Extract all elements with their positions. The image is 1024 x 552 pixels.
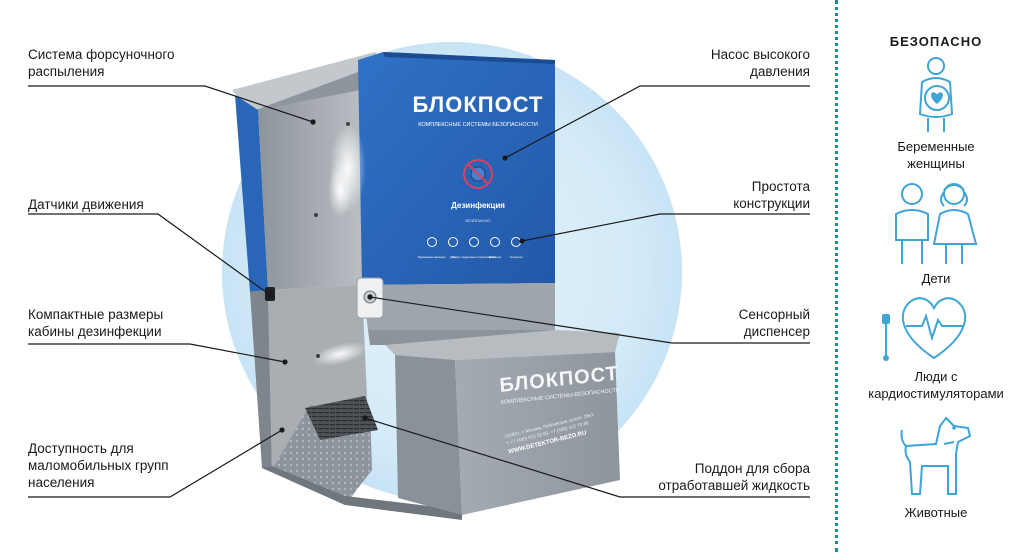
panel-icon-caption-3: Животные <box>489 255 502 259</box>
sidebar-title: БЕЗОПАСНО <box>889 34 983 49</box>
pump-box-front <box>395 355 462 515</box>
panel-icon-caption-0: Беременные женщины <box>418 255 446 259</box>
prohibit-slash <box>467 163 489 185</box>
panel-icon-1 <box>448 237 458 247</box>
leader-design <box>521 213 810 242</box>
leader-motion-dot <box>267 292 273 298</box>
callout-simple-design: Простота конструкции <box>733 179 810 211</box>
leader-accessibility <box>28 429 283 498</box>
callout-accessibility: Доступность для маломобильных групп насе… <box>28 441 169 490</box>
sidebar-label-animals: Животные <box>904 505 968 520</box>
virus-prohibited-icon <box>463 159 493 189</box>
panel-tagline: КОМПЛЕКСНЫЕ СИСТЕМЫ БЕЗОПАСНОСТИ <box>418 122 538 128</box>
callout-sensor-dispenser: Сенсорный диспенсер <box>738 307 810 339</box>
blue-panel-art: БЛОКПОСТ КОМПЛЕКСНЫЕ СИСТЕМЫ БЕЗОПАСНОСТИ… <box>413 92 544 259</box>
panel-icon-3 <box>490 237 500 247</box>
panel-icon-2 <box>469 237 479 247</box>
leader-nozzle-dot <box>310 119 316 125</box>
sidebar-label-pregnant: Беременные женщины <box>897 139 975 171</box>
leader-pump <box>504 85 810 159</box>
leader-drain <box>364 417 810 498</box>
drain-tray-grate <box>305 396 378 440</box>
sidebar-label-children: Дети <box>921 271 951 286</box>
leader-dispenser <box>369 296 810 344</box>
callout-drain-tray: Поддон для сбора отработавшей жидкость <box>658 461 810 493</box>
booth-left-wall-upper <box>235 95 268 292</box>
spray-mist-lower <box>312 342 368 366</box>
pump-box-top <box>385 330 620 360</box>
booth-lower-panel <box>362 283 555 330</box>
callout-nozzle-spray: Система форсуночного распыления <box>28 47 175 79</box>
children-icon <box>895 183 978 264</box>
pump-box-side <box>455 352 620 515</box>
callout-high-pressure-pump: Насос высокого давления <box>710 47 810 79</box>
booth-left-wall-lower <box>250 290 272 470</box>
sidebar-label-pacemaker: Люди с кардиостимуляторами <box>868 369 1004 401</box>
leader-compact-dot <box>282 359 288 365</box>
panel-icon-caption-1: Дети <box>450 255 456 259</box>
heart-pacemaker-icon <box>882 297 967 361</box>
panel-icon-0 <box>427 237 437 247</box>
leader-compact <box>28 343 286 363</box>
leader-motion <box>28 213 271 296</box>
leader-dispenser-dot <box>367 294 373 300</box>
callout-compact-size: Компактные размеры кабины дезинфекции <box>28 307 164 339</box>
panel-icon-caption-4: Аллергики <box>510 255 523 259</box>
pregnant-woman-icon <box>918 57 954 132</box>
booth-blue-panel <box>358 52 555 285</box>
leader-design-dot <box>519 238 525 244</box>
leader-pump-dot <box>502 155 508 161</box>
leader-lines <box>28 85 810 498</box>
callout-motion-sensors: Датчики движения <box>28 197 144 212</box>
sidebar-divider <box>835 0 838 552</box>
dog-icon <box>900 416 972 495</box>
panel-icon-caption-2: Люди с сердечными стимуляторами <box>452 255 496 259</box>
leader-accessibility-dot <box>279 427 285 433</box>
panel-brand: БЛОКПОСТ <box>413 92 544 117</box>
panel-subtitle: БЕЗОПАСНО <box>465 218 490 223</box>
leader-drain-dot <box>362 415 368 421</box>
panel-title: Дезинфекция <box>451 201 505 210</box>
booth-canopy <box>232 52 385 112</box>
leader-nozzle <box>28 85 314 123</box>
